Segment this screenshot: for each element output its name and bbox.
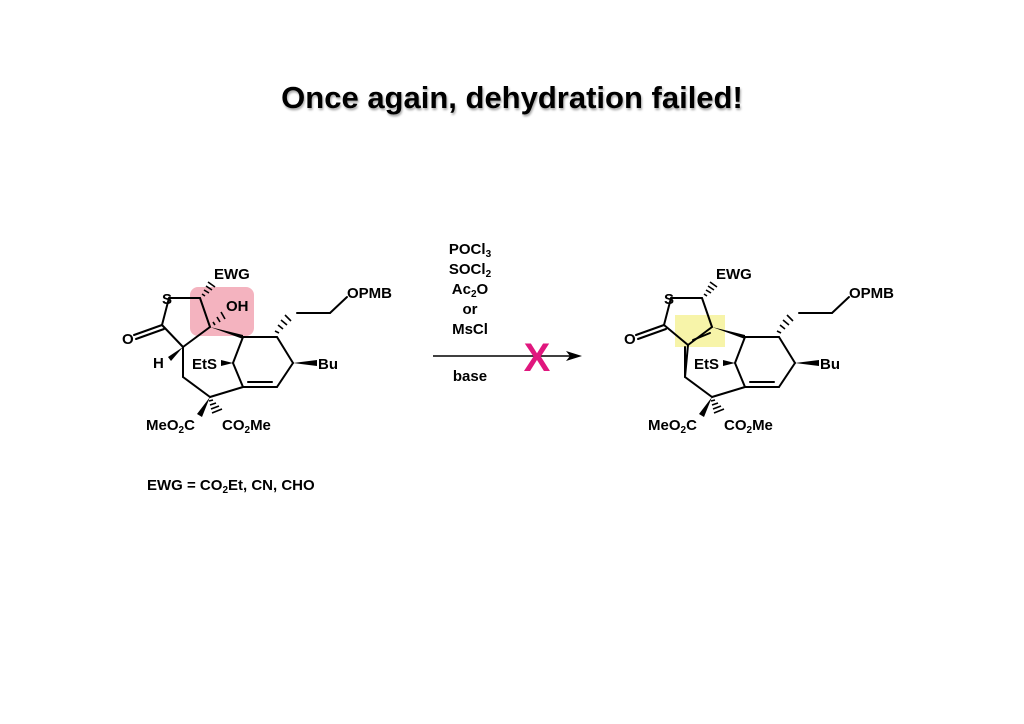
sulfur-label: S	[162, 291, 172, 308]
slide-title: Once again, dehydration failed!	[281, 80, 743, 115]
meo2c-label: MeO2C	[648, 417, 697, 436]
h-label: H	[153, 355, 164, 372]
co2me-label: CO2Me	[724, 417, 773, 436]
opmb-label: OPMB	[849, 285, 894, 302]
arrow-head	[566, 351, 582, 361]
ewg-label: EWG	[716, 266, 752, 283]
opmb-label: OPMB	[347, 285, 392, 302]
alkene-highlight	[675, 315, 725, 347]
desired-product: S O EWG OPMB EtS Bu MeO2C CO2Me	[624, 266, 894, 436]
meo2c-label: MeO2C	[146, 417, 195, 436]
base-label: base	[453, 368, 487, 385]
reagent-socl2: SOCl2	[449, 261, 492, 280]
reagent-pocl3: POCl3	[449, 241, 492, 260]
co2me-label: CO2Me	[222, 417, 271, 436]
oxygen-label: O	[122, 331, 134, 348]
ewg-label: EWG	[214, 266, 250, 283]
ewg-footnote: EWG = CO2Et, CN, CHO	[147, 477, 315, 496]
reaction-conditions: POCl3 SOCl2 Ac2O or MsCl base X	[433, 241, 582, 385]
ets-label: EtS	[192, 356, 217, 373]
starting-material: S O EWG OH H OPMB EtS Bu MeO2C CO2Me	[122, 266, 392, 436]
reagent-mscl: MsCl	[452, 321, 488, 338]
fail-cross-mark: X	[524, 336, 551, 380]
reagent-or: or	[463, 301, 478, 318]
oxygen-label: O	[624, 331, 636, 348]
ets-label: EtS	[694, 356, 719, 373]
sulfur-label: S	[664, 291, 674, 308]
bu-label: Bu	[820, 356, 840, 373]
oh-highlight	[190, 287, 254, 336]
bu-label: Bu	[318, 356, 338, 373]
reagent-ac2o: Ac2O	[452, 281, 489, 300]
oh-label: OH	[226, 298, 249, 315]
